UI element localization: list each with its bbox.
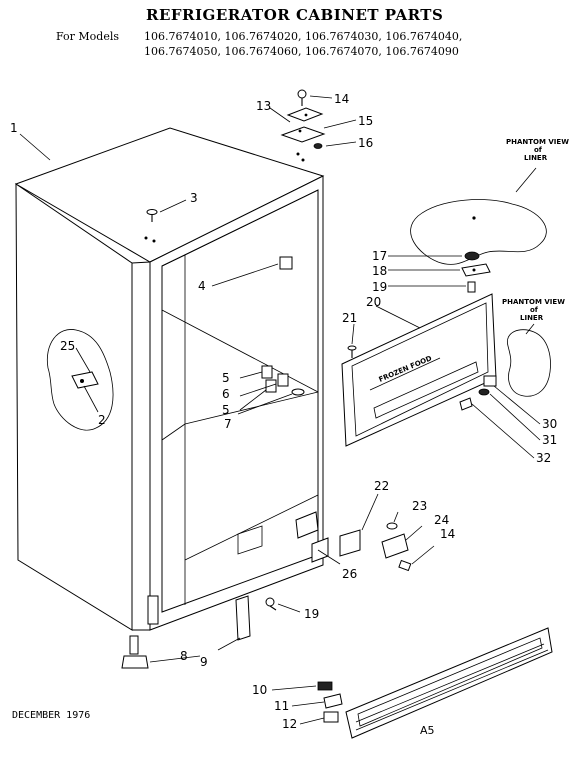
top-hinge-assembly (280, 89, 326, 149)
phantom-liner-top (410, 199, 547, 265)
callout-19-bottom: 19 (304, 607, 319, 621)
phantom-top-line-2: of (534, 146, 543, 154)
callout-14-top: 14 (334, 92, 349, 106)
bottom-hinge-assembly (237, 511, 412, 572)
model-numbers-line-1: 106.7674010, 106.7674020, 106.7674030, 1… (144, 30, 463, 43)
page-title: REFRIGERATOR CABINET PARTS (146, 6, 444, 24)
callout-3: 3 (190, 191, 198, 205)
side-bracket (71, 371, 99, 389)
callout-26: 26 (342, 567, 357, 581)
kick-grille (345, 627, 553, 739)
phantom-top-line-1: PHANTOM VIEW (506, 138, 569, 146)
phantom-top-line-3: LINER (524, 154, 548, 162)
callout-6: 6 (222, 387, 230, 401)
screw-part-3 (146, 209, 158, 222)
callout-12: 12 (282, 717, 297, 731)
callout-24: 24 (434, 513, 449, 527)
leveling-leg-part-8 (121, 635, 149, 669)
model-numbers-line-2: 106.7674050, 106.7674060, 106.7674070, 1… (144, 45, 459, 58)
callout-30: 30 (542, 417, 557, 431)
phantom-side-line-2: of (530, 306, 539, 314)
bottom-hinge-part-9 (235, 595, 251, 641)
callout-2: 2 (98, 413, 106, 427)
callout-5-upper: 5 (222, 371, 230, 385)
footer-code: A5 (420, 724, 435, 737)
grille-clip-part-12 (323, 711, 339, 723)
callout-21: 21 (342, 311, 357, 325)
hinge-parts-30-31-32 (459, 375, 497, 411)
callout-15: 15 (358, 114, 373, 128)
callout-10: 10 (252, 683, 267, 697)
callout-32: 32 (536, 451, 551, 465)
callout-numbers: 1 14 13 15 16 3 4 17 18 19 20 21 25 2 5 … (10, 92, 557, 731)
callout-22: 22 (374, 479, 389, 493)
footer-date: DECEMBER 1976 (12, 710, 91, 721)
screw-part-21 (347, 345, 357, 358)
grille-clip-part-11 (323, 693, 343, 709)
phantom-liner-side (506, 329, 551, 397)
callout-4: 4 (198, 279, 206, 293)
side-phantom-cutout (46, 329, 114, 431)
callout-25: 25 (60, 339, 75, 353)
models-label: For Models (56, 30, 120, 43)
phantom-labels: PHANTOM VIEW of LINER PHANTOM VIEW of LI… (502, 138, 569, 322)
callout-5-lower: 5 (222, 403, 230, 417)
callout-17: 17 (372, 249, 387, 263)
screw-part-19-bottom (265, 597, 277, 611)
cabinet-side-panel (15, 183, 133, 631)
phantom-side-line-1: PHANTOM VIEW (502, 298, 565, 306)
callout-23: 23 (412, 499, 427, 513)
callout-18: 18 (372, 264, 387, 278)
callout-31: 31 (542, 433, 557, 447)
refrigerator-cabinet (14, 127, 325, 631)
callout-9: 9 (200, 655, 208, 669)
callout-7: 7 (224, 417, 232, 431)
callout-14-bottom: 14 (440, 527, 455, 541)
grille-clip-part-10 (317, 681, 333, 691)
callout-1: 1 (10, 121, 18, 135)
callout-8: 8 (180, 649, 188, 663)
freezer-door-panel: FROZEN FOOD (341, 293, 497, 447)
hinge-parts-17-18-19 (461, 251, 491, 293)
callout-11: 11 (274, 699, 289, 713)
callout-13: 13 (256, 99, 271, 113)
callout-20: 20 (366, 295, 381, 309)
callout-16: 16 (358, 136, 373, 150)
callout-19-right: 19 (372, 280, 387, 294)
phantom-side-line-3: LINER (520, 314, 544, 322)
block-part-4 (279, 256, 293, 270)
